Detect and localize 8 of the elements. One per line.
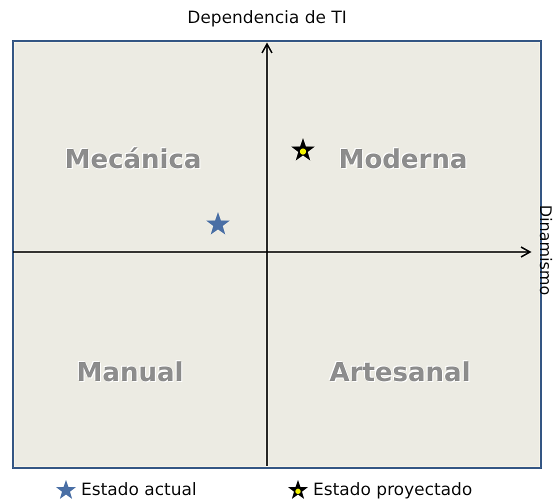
quadrant-label: Artesanal [330,358,470,388]
axis-label: Dinamismo [536,204,554,296]
axis-label: Dependencia de TI [187,8,347,28]
legend-label: Estado actual [81,480,197,500]
legend-label: Estado proyectado [313,480,472,500]
quadrant-label: Manual [76,358,184,388]
quadrant-label: Mecánica [64,145,202,175]
quadrant-label: Moderna [338,145,468,175]
